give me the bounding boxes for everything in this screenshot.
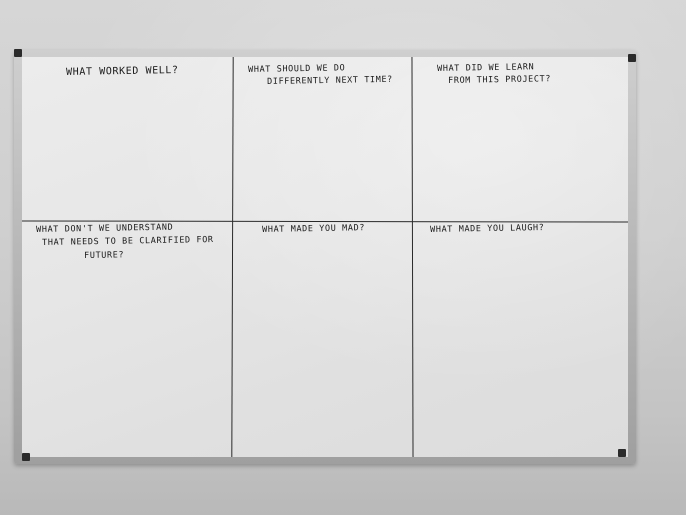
frame-corner-bottom-left: [22, 453, 30, 461]
frame-corner-top-left: [14, 49, 22, 57]
frame-corner-top-right: [628, 54, 636, 62]
frame-corner-bottom-right: [618, 449, 626, 457]
section-what-made-you-laugh: WHAT MADE YOU LAUGH?: [430, 223, 545, 235]
whiteboard-surface: [22, 57, 628, 457]
section-what-worked-well: WHAT WORKED WELL?: [66, 65, 179, 78]
section-what-dont-we-understand-line-3: FUTURE?: [84, 250, 125, 261]
section-what-made-you-mad: WHAT MADE YOU MAD?: [262, 223, 366, 235]
section-what-did-we-learn-line-2: FROM THIS PROJECT?: [448, 74, 552, 86]
section-what-dont-we-understand-line-1: WHAT DON'T WE UNDERSTAND: [36, 222, 174, 235]
section-what-should-we-do-line-2: DIFFERENTLY NEXT TIME?: [267, 74, 393, 87]
